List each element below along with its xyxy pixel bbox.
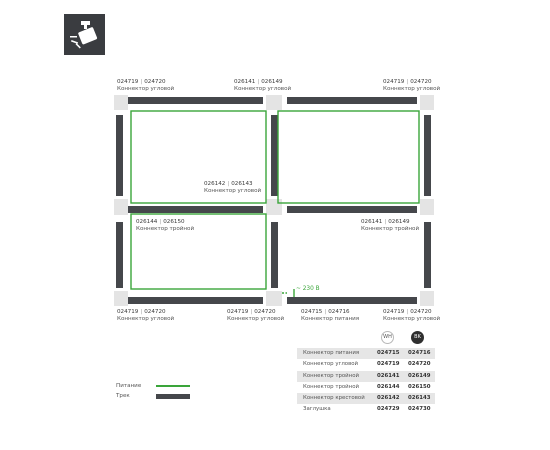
part-code-white: 026142 <box>377 395 400 402</box>
power-lines <box>130 110 420 290</box>
code: 024720 <box>410 79 432 85</box>
connector-name: Коннектор угловой <box>204 188 262 194</box>
connector-name: Коннектор угловой <box>234 86 292 92</box>
table-row: Коннектор питания 024715 024716 <box>297 348 435 360</box>
code: 024719 <box>383 309 405 315</box>
connector-pads <box>114 95 434 306</box>
connector-name: Коннектор угловой <box>117 316 175 322</box>
part-name: Коннектор тройной <box>303 383 360 390</box>
connector-name: Коннектор угловой <box>383 86 441 92</box>
part-name: Заглушка <box>303 406 331 413</box>
label-power-connector: 024715|024716 Коннектор питания <box>301 309 360 322</box>
label-corner-bottom-middle: 024719|024720 Коннектор угловой <box>227 309 285 322</box>
part-code-black: 026149 <box>408 372 431 379</box>
part-code-white: 024729 <box>377 406 400 413</box>
code: 024715 <box>301 309 323 315</box>
part-code-black: 026150 <box>408 383 431 390</box>
part-name: Коннектор крестовой <box>303 395 365 402</box>
track-swatch <box>156 393 190 399</box>
legend: Питание Трек <box>116 381 190 401</box>
track-segments <box>116 97 431 304</box>
table-row: Коннектор тройной 026141 026149 <box>297 370 435 382</box>
table-row: Заглушка 024729 024730 <box>297 404 435 415</box>
spotlight-icon <box>64 14 105 55</box>
label-corner-top-left: 024719|024720 Коннектор угловой <box>117 79 175 92</box>
part-name: Коннектор угловой <box>303 361 359 368</box>
legend-label: Трек <box>116 393 130 399</box>
connector-name: Коннектор питания <box>301 316 360 322</box>
code: 026144 <box>136 219 158 225</box>
connector-name: Коннектор тройной <box>361 226 420 232</box>
voltage-label: ~ 230 В <box>296 286 320 292</box>
code: 024720 <box>410 309 432 315</box>
code: 024719 <box>117 79 139 85</box>
part-code-black: 024730 <box>408 406 431 413</box>
code: 026150 <box>163 219 185 225</box>
legend-item-track: Трек <box>116 391 190 401</box>
label-corner-top-middle: 026141|026149 Коннектор угловой <box>234 79 292 92</box>
part-code-white: 024719 <box>377 361 400 368</box>
connector-name: Коннектор угловой <box>117 86 175 92</box>
code: 026141 <box>361 219 383 225</box>
code: 024720 <box>254 309 276 315</box>
part-code-black: 024720 <box>408 361 431 368</box>
connector-name: Коннектор угловой <box>227 316 285 322</box>
label-center-cross: 026142|026143 Коннектор угловой <box>204 181 262 194</box>
parts-table-header: WH BK <box>297 331 435 348</box>
part-code-white: 024715 <box>377 350 400 356</box>
table-row: Коннектор тройной 026144 026150 <box>297 382 435 393</box>
code: 024720 <box>144 79 166 85</box>
label-tee-left: 026144|026150 Коннектор тройной <box>136 219 195 232</box>
part-code-white: 026144 <box>377 383 400 390</box>
parts-table: WH BK Коннектор питания 024715 024716 Ко… <box>297 331 435 416</box>
label-corner-bottom-left: 024719|024720 Коннектор угловой <box>117 309 175 322</box>
part-code-white: 026141 <box>377 372 400 379</box>
label-corner-top-right: 024719|024720 Коннектор угловой <box>383 79 441 92</box>
connector-name: Коннектор тройной <box>136 226 195 232</box>
code: 024719 <box>227 309 249 315</box>
power-line-swatch <box>156 385 190 387</box>
code: 024719 <box>117 309 139 315</box>
black-color-badge: BK <box>411 331 424 344</box>
code: 024719 <box>383 79 405 85</box>
part-code-black: 024716 <box>408 350 431 356</box>
part-name: Коннектор питания <box>303 350 360 356</box>
part-code-black: 026143 <box>408 395 431 402</box>
legend-label: Питание <box>116 383 142 389</box>
legend-item-power: Питание <box>116 381 190 391</box>
table-row: Коннектор угловой 024719 024720 <box>297 359 435 370</box>
code: 026143 <box>231 181 253 187</box>
label-corner-bottom-right: 024719|024720 Коннектор угловой <box>383 309 441 322</box>
code: 026149 <box>388 219 410 225</box>
part-name: Коннектор тройной <box>303 372 360 379</box>
power-feed <box>282 289 295 297</box>
code: 024720 <box>144 309 166 315</box>
code: 024716 <box>328 309 350 315</box>
label-tee-right: 026141|026149 Коннектор тройной <box>361 219 420 232</box>
code: 026142 <box>204 181 226 187</box>
code: 026141 <box>234 79 256 85</box>
connector-name: Коннектор угловой <box>383 316 441 322</box>
table-row: Коннектор крестовой 026142 026143 <box>297 393 435 405</box>
code: 026149 <box>261 79 283 85</box>
white-color-badge: WH <box>381 331 394 344</box>
